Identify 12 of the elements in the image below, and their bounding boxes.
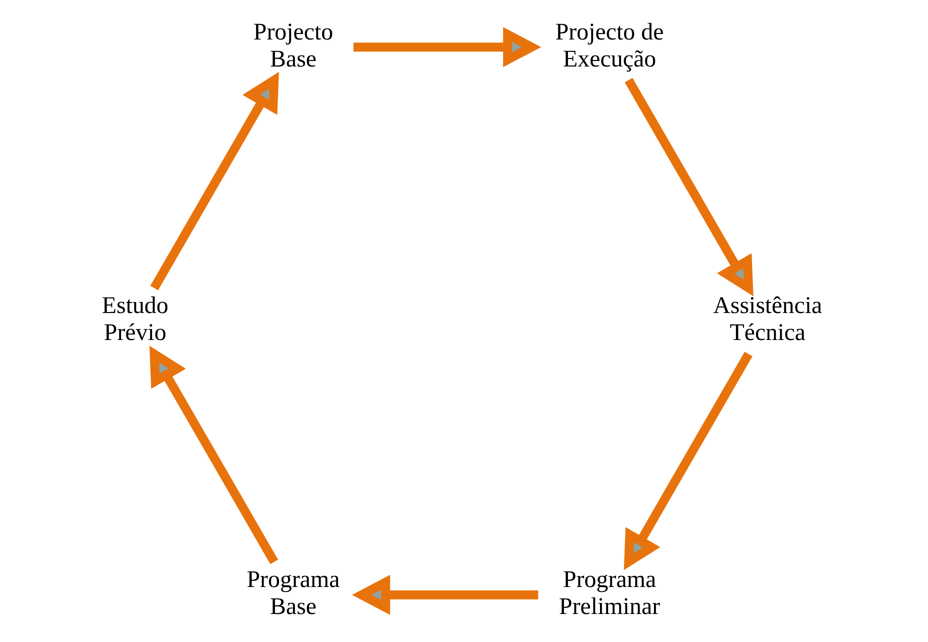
node-text: Projecto Base — [252, 19, 333, 72]
node-text: Estudo Prévio — [101, 293, 168, 346]
arrow — [148, 346, 278, 564]
node-text: Assistência Técnica — [712, 293, 822, 346]
arrow — [624, 78, 753, 296]
arrow — [352, 574, 538, 615]
arrow — [353, 27, 541, 68]
arrow — [150, 72, 278, 290]
node-text: Programa Base — [246, 567, 340, 620]
arrow — [623, 352, 752, 570]
node-text: Programa Preliminar — [558, 567, 660, 620]
node-text: Projecto de Execução — [554, 19, 664, 72]
